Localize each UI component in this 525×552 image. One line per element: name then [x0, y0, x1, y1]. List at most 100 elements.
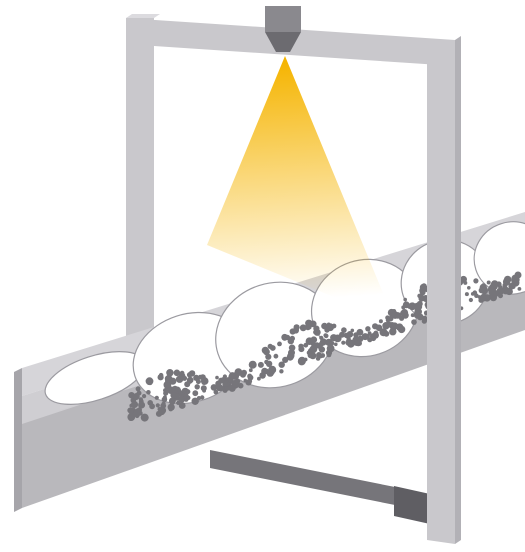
granule [382, 322, 389, 329]
granule [215, 376, 219, 380]
granule [148, 381, 152, 385]
granule [163, 395, 167, 399]
granule [327, 345, 335, 353]
granule [398, 327, 404, 333]
granule [357, 329, 364, 336]
granule [505, 288, 511, 294]
granule [341, 327, 347, 333]
granule [192, 390, 198, 396]
granule [465, 292, 469, 296]
granule [159, 373, 164, 378]
granule [411, 319, 417, 325]
granule [128, 409, 133, 414]
granule [186, 396, 190, 400]
frame-bottom-crossbar [210, 450, 430, 524]
granule [136, 408, 140, 412]
granule [142, 394, 146, 398]
granule [170, 392, 177, 399]
granule [334, 343, 338, 347]
granule [268, 344, 273, 349]
granule [417, 314, 424, 321]
granule [347, 341, 354, 348]
granule [367, 337, 372, 342]
granule [474, 293, 479, 298]
granule [290, 336, 295, 341]
granule [487, 281, 491, 285]
granule [316, 352, 322, 358]
granule [159, 407, 166, 414]
granule [330, 341, 335, 346]
granule [248, 379, 252, 383]
granule [419, 295, 425, 301]
granule [481, 287, 488, 294]
granule [376, 325, 383, 332]
granule [263, 349, 270, 356]
granule [314, 329, 321, 336]
granule [232, 380, 240, 388]
granule [223, 374, 227, 378]
granule [467, 286, 471, 290]
granule [214, 390, 219, 395]
granule [469, 298, 473, 302]
granule [155, 396, 159, 400]
granule [282, 357, 288, 363]
granule [324, 334, 329, 339]
granule [327, 323, 331, 327]
granule [196, 379, 201, 384]
granule [156, 403, 160, 407]
granule [178, 396, 185, 403]
granule [169, 378, 176, 385]
granule [403, 298, 407, 302]
granule [141, 414, 149, 422]
granule [311, 336, 318, 343]
light-cone [207, 56, 395, 322]
granule [200, 395, 204, 399]
granule [216, 386, 220, 390]
granule [268, 366, 276, 374]
granule [341, 341, 345, 345]
granule [332, 324, 337, 329]
granule [506, 279, 510, 283]
granule [202, 389, 206, 393]
granule [485, 294, 490, 299]
granule [473, 278, 478, 283]
granule [259, 372, 266, 379]
granule [131, 401, 138, 408]
granule [300, 324, 307, 331]
granule [413, 303, 421, 311]
granule [195, 384, 200, 389]
granule [249, 368, 253, 372]
granule [319, 341, 324, 346]
granule [162, 402, 166, 406]
granule [285, 335, 290, 340]
granule [258, 362, 264, 368]
granule [146, 390, 151, 395]
granule [308, 352, 314, 358]
granule [511, 275, 519, 283]
granule [202, 380, 207, 385]
granule [249, 361, 257, 369]
granule [149, 403, 155, 409]
granule [294, 324, 300, 330]
granule [136, 386, 141, 391]
granule [354, 340, 360, 346]
granule [463, 281, 467, 285]
granule [518, 287, 522, 291]
granule [172, 386, 179, 393]
frame-right-post [427, 36, 461, 544]
granule [403, 301, 410, 308]
granule [489, 288, 497, 296]
granule [310, 321, 315, 326]
granule [235, 368, 243, 376]
granule [274, 354, 279, 359]
granule [187, 379, 192, 384]
granule [482, 283, 486, 287]
granule [298, 358, 306, 366]
granule [411, 313, 415, 317]
granule [224, 382, 229, 387]
granule [166, 369, 173, 376]
granule [298, 344, 303, 349]
granule [347, 331, 354, 338]
light-beam [207, 56, 395, 322]
